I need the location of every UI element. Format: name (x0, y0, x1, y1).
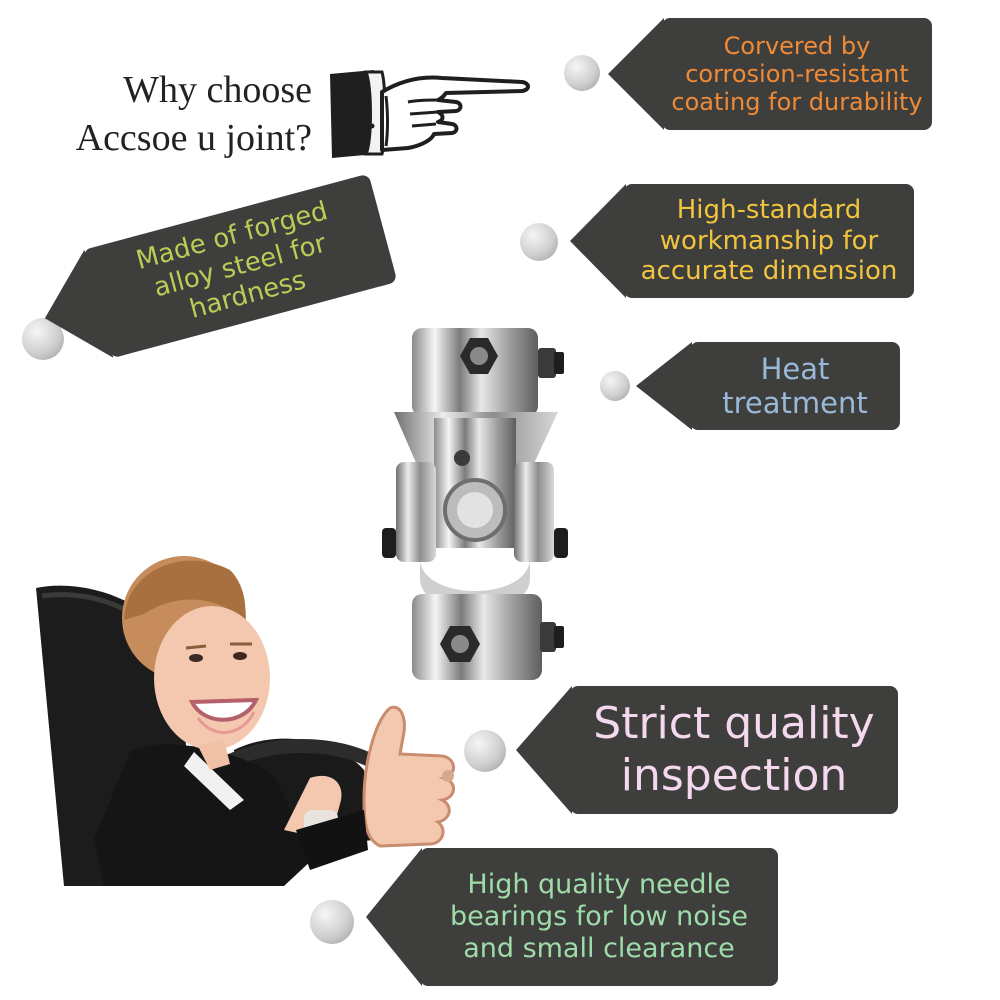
headline-line-2: Accsoe u joint? (75, 117, 312, 159)
feature-tag-heat-treatment: Heat treatment (690, 342, 900, 430)
tag-line: treatment (722, 386, 868, 420)
feature-tag-bearings: High quality needle bearings for low noi… (420, 848, 778, 986)
feature-tag-forged-steel: Made of forged alloy steel for hardness (82, 173, 398, 359)
tag-line: coating for durability (671, 88, 923, 117)
smiling-driver-thumbs-up-photo (36, 556, 455, 886)
feature-tag-inspection: Strict quality inspection (570, 686, 898, 814)
tag-line: inspection (620, 750, 848, 801)
bullet-dot (600, 371, 630, 401)
pointing-hand-icon (330, 70, 530, 158)
u-joint-product-image (382, 328, 568, 680)
tag-line: Heat (760, 351, 830, 386)
tag-line: accurate dimension (640, 256, 898, 287)
tag-line: Corvered by (723, 31, 871, 60)
tag-line: High quality needle (467, 869, 731, 901)
headline-line-1: Why choose (123, 69, 312, 111)
tag-line: corrosion-resistant (685, 59, 909, 88)
tag-line: Strict quality (593, 698, 875, 750)
bullet-dot (464, 730, 506, 772)
tag-line: High-standard (676, 194, 862, 225)
feature-tag-coating: Corvered by corrosion-resistant coating … (662, 18, 932, 130)
tag-line: bearings for low noise (449, 901, 748, 933)
tag-line: workmanship for (659, 225, 879, 256)
feature-tag-workmanship: High-standard workmanship for accurate d… (624, 184, 914, 298)
tag-line: and small clearance (463, 932, 735, 964)
bullet-dot (520, 223, 558, 261)
headline: Why choose Accsoe u joint? (22, 66, 312, 162)
bullet-dot (310, 900, 354, 944)
bullet-dot (564, 55, 600, 91)
